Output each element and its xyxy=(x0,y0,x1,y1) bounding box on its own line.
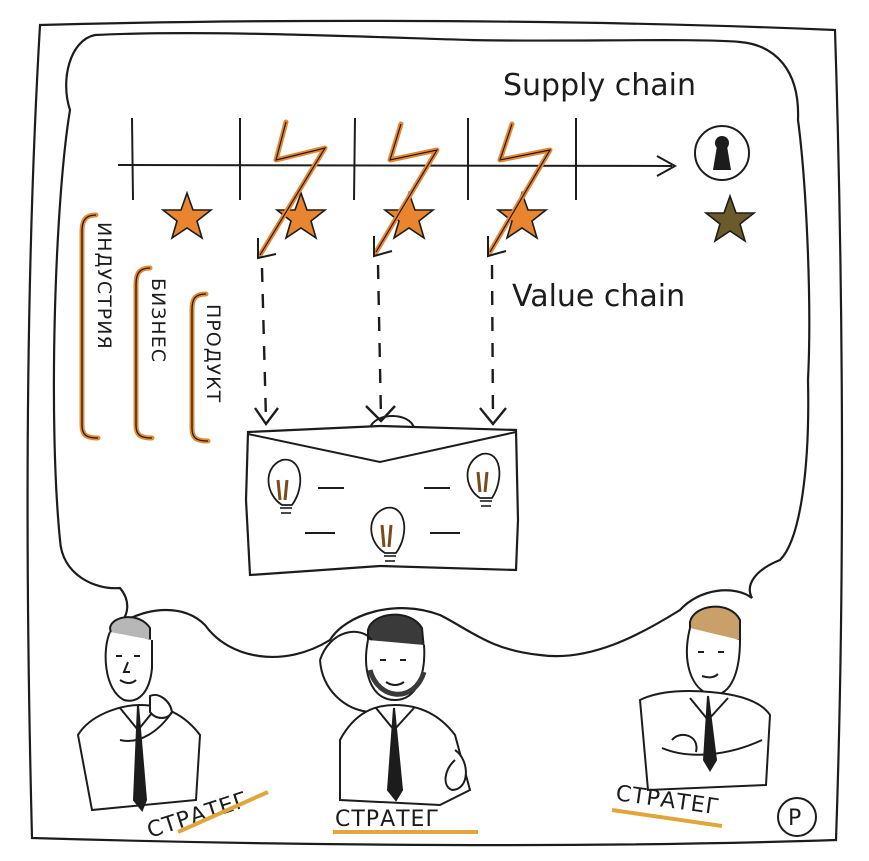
axis-tick xyxy=(353,117,356,201)
corner-mark-label: Р xyxy=(788,806,801,831)
supply-chain-axis xyxy=(117,164,673,167)
axis-tick xyxy=(131,117,134,201)
level-label-business: БИЗНЕС xyxy=(147,278,169,363)
star-icon xyxy=(274,190,328,240)
star-icon xyxy=(160,190,214,240)
dashed-arrows xyxy=(254,264,507,427)
axis-arrow-head xyxy=(656,155,678,177)
strategist-right xyxy=(638,605,772,792)
star-icon xyxy=(382,190,436,240)
supply-chain-label: Supply chain xyxy=(503,68,696,103)
axis-ticks xyxy=(131,117,577,201)
value-chain-label: Value chain xyxy=(512,279,685,314)
strategist-underline-right xyxy=(611,808,723,828)
keyhole-icon xyxy=(694,125,750,181)
lightning-icon xyxy=(487,121,553,255)
outer-frame xyxy=(26,19,844,847)
level-brackets-ink xyxy=(81,214,209,442)
light-bulb-icons xyxy=(267,452,501,562)
strategist-underline-left xyxy=(177,790,269,834)
strategist-left xyxy=(76,616,202,812)
strategist-label-center: СТРАТЕГ xyxy=(335,807,440,832)
level-label-industry: ИНДУСТРИЯ xyxy=(93,222,115,350)
lightning-arrow-heads xyxy=(257,236,507,260)
level-label-product: ПРОДУКТ xyxy=(202,304,224,403)
idea-board xyxy=(244,415,520,577)
light-bulb-icon xyxy=(466,452,501,507)
strategist-center xyxy=(319,613,472,807)
light-bulb-icon xyxy=(267,458,302,514)
lightning-icon xyxy=(373,121,440,255)
dashed-arrow xyxy=(490,264,495,421)
star-icon xyxy=(703,193,757,243)
lightning-outlines xyxy=(259,121,552,256)
star-icons xyxy=(160,190,757,243)
light-bulb-icon xyxy=(370,506,406,562)
dashed-arrow xyxy=(376,264,383,419)
star-icon xyxy=(495,190,549,240)
dashed-arrow xyxy=(260,267,268,421)
thought-cloud xyxy=(52,32,811,658)
corner-mark-circle xyxy=(777,797,817,837)
